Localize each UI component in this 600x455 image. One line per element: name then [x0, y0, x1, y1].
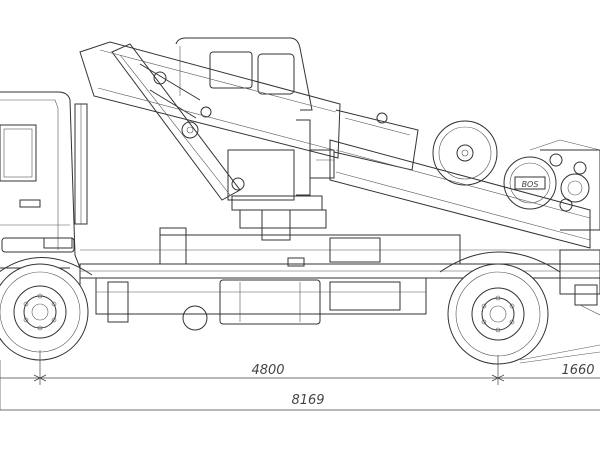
overall-length-dimension: 8169	[291, 393, 324, 408]
front-wheel	[0, 257, 93, 361]
boom-link	[111, 43, 245, 201]
truck-cab	[0, 91, 88, 291]
dimension-lines: 4800 1660 8169	[0, 350, 600, 411]
chassis-frame	[79, 227, 600, 331]
boom-arm	[79, 41, 419, 171]
boom-badge: BOS	[522, 180, 539, 189]
badge-drum	[503, 156, 557, 210]
fuel-tank	[219, 279, 321, 325]
reel-drum	[432, 120, 498, 186]
boom-head: BOS	[329, 120, 600, 249]
cabin-window	[257, 53, 295, 95]
wheelbase-dimension: 4800	[251, 363, 284, 378]
cab-window	[0, 124, 37, 182]
spare-hub	[182, 305, 208, 331]
rear-outrigger	[559, 249, 600, 316]
door-handle	[19, 199, 41, 208]
rear-overhang-dimension: 1660	[561, 363, 594, 378]
operator-cabin	[175, 37, 313, 111]
turret	[227, 119, 335, 241]
rear-wheel	[439, 251, 600, 365]
